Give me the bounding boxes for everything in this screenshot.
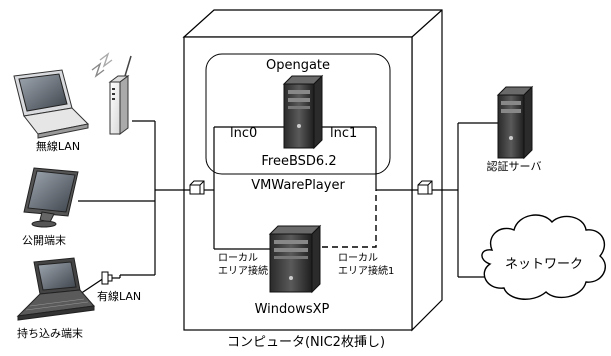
vmware-box (205, 53, 391, 175)
wireless-lan-label: 無線LAN (35, 140, 81, 153)
dashed-link (322, 190, 377, 248)
nic-connector-left (189, 180, 205, 195)
auth-server-icon (496, 85, 534, 160)
local-area-label-line1: ローカル (218, 253, 258, 264)
windowsxp-pc-icon (268, 224, 322, 294)
wired-lan-label: 有線LAN (97, 290, 142, 303)
byod-terminal-label: 持ち込み端末 (17, 327, 83, 340)
lnc1-label: lnc1 (330, 126, 358, 141)
windowsxp-label: WindowsXP (254, 302, 330, 317)
nic-connector-right (417, 180, 433, 195)
vmwareplayer-label: VMWarePlayer (251, 178, 345, 193)
connection-lines (78, 120, 498, 295)
local-area-label-line2: エリア接続 (218, 266, 268, 277)
wireless-router-icon (91, 52, 132, 135)
freebsd-label: FreeBSD6.2 (261, 154, 337, 169)
wireless-signal-icon (91, 62, 105, 78)
byod-laptop-icon (16, 257, 95, 321)
auth-server-label: 認証サーバ (486, 160, 542, 173)
local-area1-label-line1: ローカル (338, 253, 378, 264)
lnc0-label: lnc0 (230, 126, 258, 141)
lan-plug-icon (101, 271, 113, 285)
opengate-label: Opengate (265, 58, 331, 73)
freebsd-server-icon (282, 74, 324, 150)
computer-caption: コンピュータ(NIC2枚挿し) (226, 335, 386, 350)
public-terminal-icon (23, 167, 79, 228)
wireless-laptop-icon (13, 69, 90, 139)
network-label: ネットワーク (504, 257, 584, 272)
local-area1-label-line2: エリア接続1 (338, 266, 395, 277)
public-terminal-label: 公開端末 (22, 234, 66, 247)
network-cloud-icon (481, 214, 606, 300)
